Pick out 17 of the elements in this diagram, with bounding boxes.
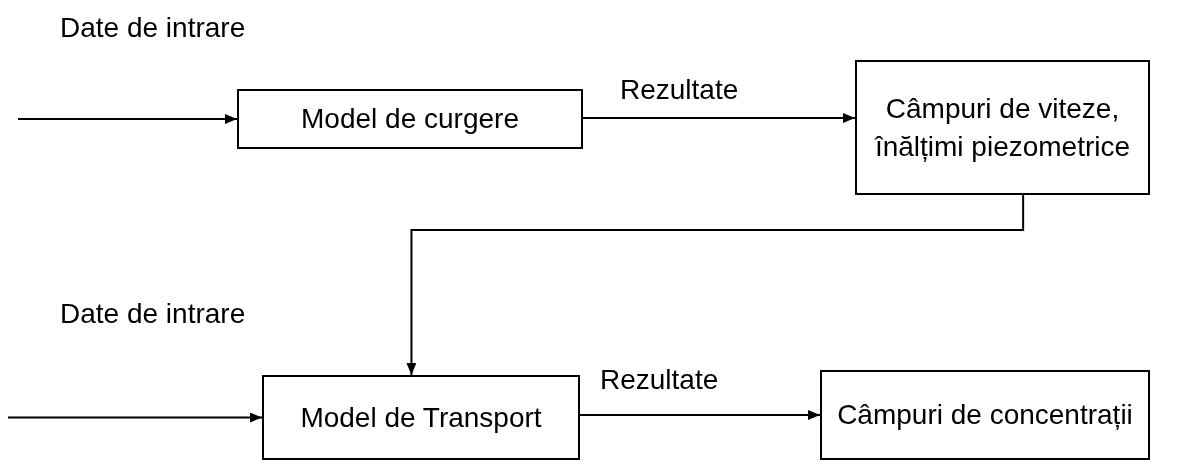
process-box [820,370,1150,460]
arrow [579,410,821,420]
edge-label: Date de intrare [60,11,246,45]
box-label: Câmpuri de concentrații [837,398,1133,432]
box-label: Model de curgere [301,102,519,136]
arrow [17,114,238,124]
arrow [7,412,263,423]
arrow [582,113,856,123]
edge-label: Date de intrare [60,297,246,331]
process-box [237,89,583,149]
arrow [406,194,1025,376]
box-label: Câmpuri de viteze, înălțimi piezometrice [873,91,1132,164]
process-box [262,375,580,460]
box-label: Model de Transport [300,400,542,435]
edge-label: Rezultate [620,73,739,107]
process-box [855,60,1150,195]
edge-label: Rezultate [600,363,719,397]
